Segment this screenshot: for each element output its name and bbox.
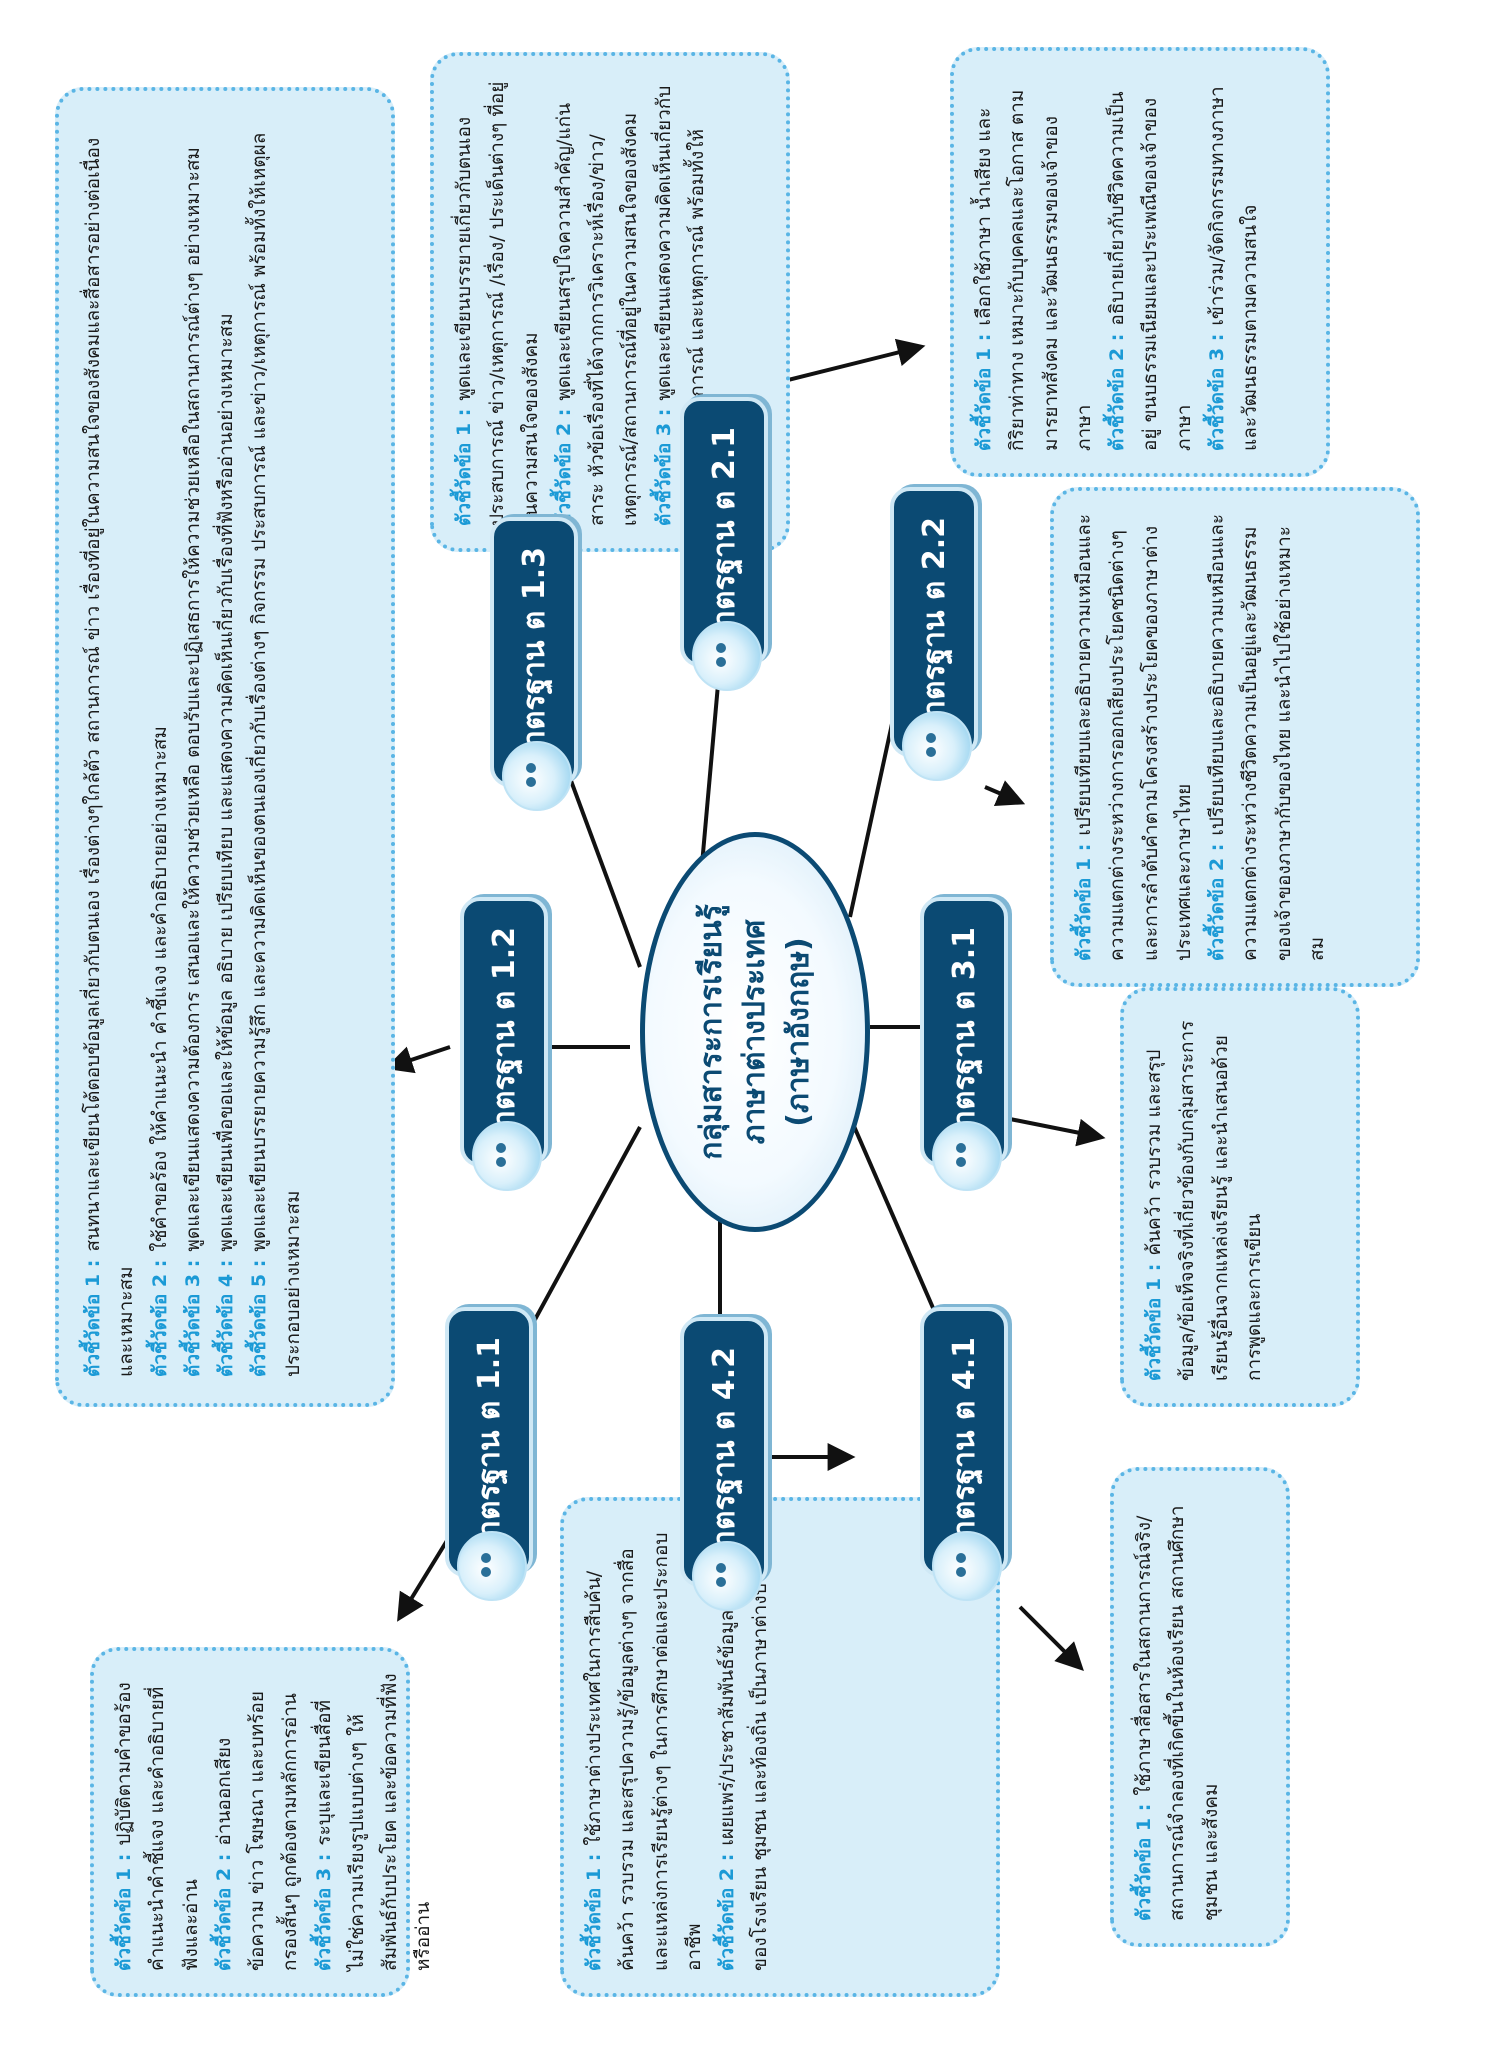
standard-node-2-2[interactable]: มาตรฐาน ต 2.2	[890, 487, 978, 781]
indicator-box-s21: ตัวชี้วัดข้อ 1 :เลือกใช้ภาษา น้ำเสียง แล…	[950, 47, 1330, 477]
indicator-item: ตัวชี้วัดข้อ 3 :เข้าร่วม/จัดกิจกรรมทางภา…	[1205, 86, 1261, 451]
mascot-icon	[457, 1531, 527, 1601]
indicator-box-s41: ตัวชี้วัดข้อ 1 :ใช้ภาษาสื่อสารในสถานการณ…	[1110, 1467, 1290, 1947]
indicator-item: ตัวชี้วัดข้อ 2 :ใช้คำขอร้อง ให้คำแนะนำ ค…	[148, 726, 171, 1377]
indicator-item: ตัวชี้วัดข้อ 2 :พูดและเขียนสรุปใจความสำค…	[552, 102, 642, 526]
mascot-icon	[932, 1531, 1002, 1601]
link-center-s21	[698, 661, 722, 888]
indicator-box-s11: ตัวชี้วัดข้อ 1 :ปฏิบัติตามคำขอร้อง คำแนะ…	[90, 1647, 434, 1997]
indicator-item: ตัวชี้วัดข้อ 1 :เลือกใช้ภาษา น้ำเสียง แล…	[973, 89, 1095, 451]
center-title-line2: ภาษาต่างประเทศ	[737, 919, 773, 1145]
arrow-s31	[999, 1115, 1106, 1147]
standard-node-3-1[interactable]: มาตรฐาน ต 3.1	[920, 897, 1008, 1191]
indicator-item: ตัวชี้วัดข้อ 3 :พูดและเขียนแสดงความต้องก…	[181, 147, 204, 1377]
indicator-item: ตัวชี้วัดข้อ 4 :พูดและเขียนเพื่อขอและให้…	[215, 313, 237, 1377]
standard-node-1-1[interactable]: มาตรฐาน ต 1.1	[445, 1307, 533, 1601]
indicator-item: ตัวชี้วัดข้อ 1 :พูดและเขียนบรรยายเกี่ยวก…	[453, 81, 542, 526]
arrow-s22	[984, 780, 1026, 807]
mascot-icon	[472, 1121, 542, 1191]
indicator-item: ตัวชี้วัดข้อ 5 :พูดและเขียนบรรยายความรู้…	[248, 132, 304, 1377]
mascot-icon	[902, 711, 972, 781]
indicator-item: ตัวชี้วัดข้อ 1 :เปรียบเทียบและอธิบายความ…	[1073, 513, 1195, 961]
indicator-item: ตัวชี้วัดข้อ 2 :อ่านออกเสียงข้อความ ข่าว…	[212, 1691, 302, 1971]
indicator-item: ตัวชี้วัดข้อ 3 :ระบุและเขียนสื่อที่ไม่ใช…	[312, 1673, 435, 1971]
mascot-icon	[692, 1541, 762, 1611]
center-title-line1: กลุ่มสาระการเรียนรู้	[693, 904, 729, 1160]
indicator-item: ตัวชี้วัดข้อ 1 :ใช้ภาษาต่างประเทศในการสื…	[583, 1532, 705, 1971]
indicator-item: ตัวชี้วัดข้อ 1 :ใช้ภาษาสื่อสารในสถานการณ…	[1133, 1505, 1222, 1921]
indicator-box-s31: ตัวชี้วัดข้อ 1 :ค้นคว้า รวบรวม และสรุปข้…	[1120, 987, 1360, 1407]
arrow-s12	[384, 1045, 451, 1074]
standard-node-1-3[interactable]: มาตรฐาน ต 1.3	[490, 517, 578, 811]
standard-node-4-2[interactable]: มาตรฐาน ต 4.2	[680, 1317, 768, 1611]
indicator-item: ตัวชี้วัดข้อ 1 :สนทนาและเขียนโต้ตอบข้อมู…	[82, 137, 138, 1377]
standard-node-2-1[interactable]: มาตรฐาน ต 2.1	[680, 397, 768, 691]
standard-node-1-2[interactable]: มาตรฐาน ต 1.2	[460, 897, 548, 1191]
center-topic: กลุ่มสาระการเรียนรู้ ภาษาต่างประเทศ (ภาษ…	[640, 832, 870, 1232]
indicator-item: ตัวชี้วัดข้อ 1 :ปฏิบัติตามคำขอร้อง คำแนะ…	[113, 1682, 202, 1971]
indicator-box-s12: ตัวชี้วัดข้อ 1 :สนทนาและเขียนโต้ตอบข้อมู…	[55, 87, 395, 1407]
mascot-icon	[502, 741, 572, 811]
mascot-icon	[692, 621, 762, 691]
standard-node-4-1[interactable]: มาตรฐาน ต 4.1	[920, 1307, 1008, 1601]
indicator-item: ตัวชี้วัดข้อ 2 :เปรียบเทียบและอธิบายความ…	[1206, 513, 1328, 961]
center-title-line3: (ภาษาอังกฤษ)	[780, 937, 816, 1127]
link-center-s11	[518, 1126, 642, 1348]
arrow-s41	[1018, 1605, 1084, 1671]
indicator-item: ตัวชี้วัดข้อ 2 :อธิบายเกี่ยวกับชีวิตความ…	[1106, 91, 1195, 451]
indicator-item: ตัวชี้วัดข้อ 1 :ค้นคว้า รวบรวม และสรุปข้…	[1143, 1020, 1265, 1381]
mascot-icon	[932, 1121, 1002, 1191]
indicator-box-s22: ตัวชี้วัดข้อ 1 :เปรียบเทียบและอธิบายความ…	[1050, 487, 1420, 987]
